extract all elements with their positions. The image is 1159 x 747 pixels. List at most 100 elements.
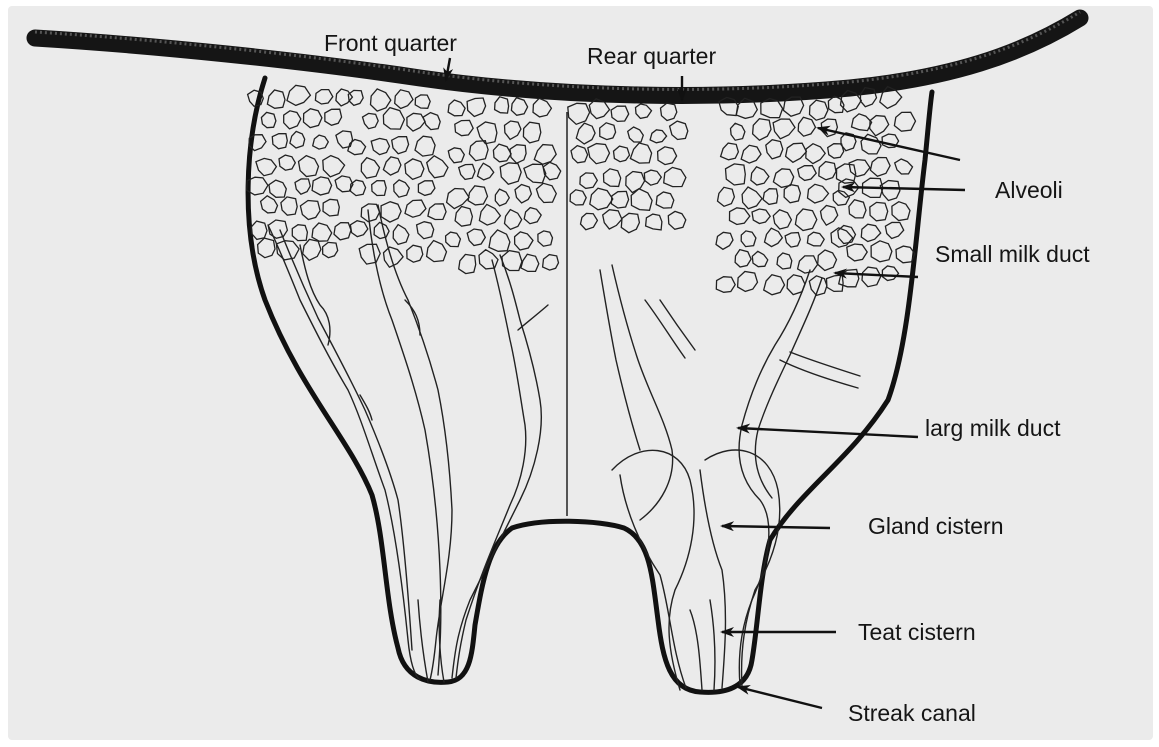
alveolus-cell (752, 209, 770, 224)
alveolus-cell (467, 98, 486, 117)
alveolus-cell (773, 119, 795, 139)
alveolus-cell (808, 184, 829, 203)
alveolus-cell (261, 112, 276, 127)
alveolus-cell (350, 221, 367, 237)
alveolus-cell (281, 197, 297, 215)
alveolus-cell (658, 147, 677, 165)
alveolus-cell (251, 221, 267, 239)
alveolus-cell (668, 211, 686, 229)
alveolus-cell (533, 98, 551, 117)
alveolus-cell (852, 114, 872, 131)
alveoli-clusters (247, 85, 916, 295)
alveolus-cell (258, 238, 275, 258)
udder-outline (248, 78, 932, 692)
alveolus-cell (392, 137, 409, 154)
alveolus-cell (427, 156, 448, 178)
alveolus-cell (313, 135, 329, 149)
alveolus-cell (646, 214, 662, 230)
alveolus-cell (751, 167, 769, 185)
alveolus-cell (730, 208, 750, 225)
alveolus-cell (571, 146, 588, 163)
alveolus-cell (588, 144, 610, 164)
alveolus-cell (459, 254, 476, 273)
alveolus-cell (415, 136, 435, 156)
alveolus-cell (299, 156, 319, 177)
alveolus-cell (611, 191, 628, 208)
alveolus-cell (784, 185, 800, 203)
alveolus-cell (636, 104, 652, 118)
alveolus-cell (455, 120, 473, 135)
alveolus-cell (415, 95, 430, 108)
alveolus-cell (809, 276, 827, 296)
alveolus-cell (381, 202, 401, 222)
alveolus-cell (753, 119, 771, 141)
alveolus-cell (798, 256, 818, 273)
alveolus-cell (479, 204, 500, 225)
alveolus-cell (405, 200, 426, 217)
alveolus-cell (515, 232, 533, 250)
alveolus-cell (495, 97, 509, 113)
alveolus-cell (870, 202, 888, 220)
alveolus-cell (785, 233, 800, 248)
alveolus-cell (600, 123, 616, 140)
alveolus-cell (325, 109, 342, 125)
alveolus-cell (716, 232, 733, 249)
alveolus-cell (524, 208, 541, 224)
alveolus-cell (568, 103, 590, 124)
alveolus-cell (580, 173, 597, 189)
alveolus-cell (611, 106, 629, 121)
alveolus-cell (773, 210, 791, 229)
alveolus-cell (721, 143, 739, 160)
alveolus-cell (810, 100, 828, 120)
label-gland-cistern: Gland cistern (868, 513, 1004, 539)
alveolus-cell (383, 108, 404, 130)
alveolus-cell (393, 225, 409, 245)
milk-ducts (268, 205, 860, 690)
alveolus-cell (895, 159, 913, 174)
alveolus-cell (661, 103, 677, 120)
alveolus-cell (847, 244, 867, 261)
alveolus-cell (427, 241, 447, 262)
alveolus-cell (570, 190, 586, 205)
alveolus-cell (523, 122, 540, 143)
alveolus-cell (807, 232, 824, 246)
alveolus-cell (821, 206, 838, 226)
alveolus-cell (511, 98, 527, 116)
alveolus-cell (880, 181, 900, 201)
alveolus-cell (839, 270, 859, 287)
alveolus-cell (871, 241, 892, 262)
alveolus-cell (590, 188, 613, 210)
alveolus-cell (479, 250, 498, 269)
alveolus-cell (741, 231, 756, 247)
alveolus-cell (418, 181, 435, 196)
alveolus-cell (295, 179, 310, 194)
alveolus-cell (407, 113, 425, 131)
alveolus-cell (650, 130, 667, 143)
alveolus-cell (510, 145, 526, 164)
alveolus-cell (303, 239, 321, 260)
alveolus-cell (323, 156, 345, 177)
alveolus-cell (363, 113, 379, 128)
alveolus-cell (261, 196, 278, 213)
alveolus-cell (336, 89, 353, 106)
alveolus-cell (304, 109, 322, 128)
alveolus-cell (500, 163, 521, 184)
alveolus-cell (395, 90, 413, 109)
alveolus-cell (716, 277, 735, 293)
alveolus-cell (644, 170, 661, 185)
alveolus-cell (726, 164, 746, 185)
alveolus-cell (581, 213, 598, 229)
alveolus-cell (447, 189, 470, 209)
alveolus-cell (795, 209, 816, 231)
alveolus-cell (538, 231, 553, 246)
alveolus-cell (821, 119, 837, 137)
alveolus-cell (290, 131, 305, 148)
alveolus-cell (621, 213, 639, 232)
alveolus-cell (543, 162, 561, 180)
alveolus-cell (505, 121, 521, 139)
alveolus-cell (383, 157, 401, 175)
alveolus-cell (423, 113, 440, 130)
alveolus-cell (405, 159, 424, 180)
alveolus-cell (838, 226, 856, 244)
body-wall (35, 18, 1080, 95)
